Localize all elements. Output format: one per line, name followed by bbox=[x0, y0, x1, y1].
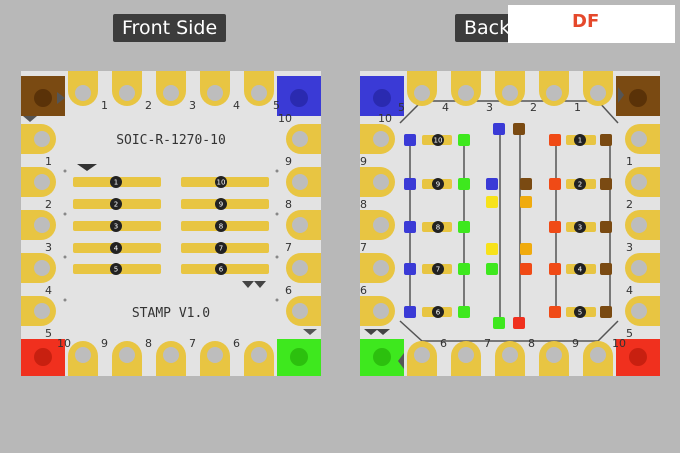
back-edge-num-right: 3 bbox=[626, 241, 633, 254]
edge-num-bottom-8: 8 bbox=[145, 337, 152, 350]
edge-num-top-2: 2 bbox=[145, 99, 152, 112]
df-logo: DF bbox=[508, 5, 675, 43]
edge-num-left-1: 1 bbox=[45, 155, 52, 168]
back-edge-num-left: 7 bbox=[360, 241, 367, 254]
back-board: 5 4 3 2 1 10 9 8 7 6 1 2 3 4 5 6 7 8 9 1… bbox=[360, 71, 660, 376]
back-pad-num: 1 bbox=[578, 137, 582, 145]
back-pad-num: 2 bbox=[578, 181, 582, 189]
back-pad-num: 8 bbox=[436, 224, 440, 232]
back-edge-num-right: 1 bbox=[626, 155, 633, 168]
back-traces bbox=[399, 100, 619, 342]
soic-pads-right bbox=[181, 176, 269, 275]
pin1-marker bbox=[77, 164, 97, 171]
edge-num-top-1: 1 bbox=[101, 99, 108, 112]
edge-num-top-3: 3 bbox=[189, 99, 196, 112]
back-edge-num-right: 5 bbox=[626, 327, 633, 340]
front-top-pads bbox=[68, 71, 274, 106]
back-edge-num-bottom: 8 bbox=[528, 337, 535, 350]
back-edge-num-left: 10 bbox=[378, 112, 392, 125]
front-right-pads bbox=[286, 124, 321, 326]
soic-pad-num: 8 bbox=[219, 223, 223, 231]
back-edge-num-left: 9 bbox=[360, 155, 367, 168]
front-board: 1 2 3 4 5 1 2 3 4 5 10 9 8 7 6 10 9 8 7 … bbox=[21, 71, 321, 376]
edge-num-right-8: 8 bbox=[285, 198, 292, 211]
back-pad-num: 3 bbox=[578, 224, 582, 232]
soic-pad-num: 6 bbox=[219, 266, 224, 274]
orientation-marker bbox=[23, 116, 37, 122]
edge-num-bottom-6: 6 bbox=[233, 337, 240, 350]
back-pad-num: 7 bbox=[436, 266, 440, 274]
part-label: SOIC-R-1270-10 bbox=[116, 133, 226, 148]
edge-num-bottom-10: 10 bbox=[57, 337, 71, 350]
edge-num-left-5: 5 bbox=[45, 327, 52, 340]
orientation-marker bbox=[618, 87, 624, 103]
edge-num-right-9: 9 bbox=[285, 155, 292, 168]
edge-num-right-10: 10 bbox=[278, 112, 292, 125]
orientation-marker bbox=[57, 92, 65, 104]
back-soic-pads-left bbox=[422, 134, 452, 318]
orientation-marker bbox=[364, 329, 378, 335]
soic-pad-num: 10 bbox=[217, 179, 226, 187]
back-edge-num-top: 5 bbox=[398, 101, 405, 114]
soic-pad-num: 7 bbox=[219, 245, 223, 253]
orientation-marker bbox=[242, 281, 254, 288]
soic-pad-num: 5 bbox=[114, 266, 118, 274]
back-edge-num-right: 4 bbox=[626, 284, 633, 297]
edge-num-bottom-7: 7 bbox=[189, 337, 196, 350]
edge-num-left-2: 2 bbox=[45, 198, 52, 211]
logo-text: DF bbox=[572, 11, 600, 32]
back-pad-num: 9 bbox=[436, 181, 440, 189]
edge-num-top-4: 4 bbox=[233, 99, 240, 112]
soic-pad-num: 3 bbox=[114, 223, 118, 231]
soic-pad-num: 9 bbox=[219, 201, 223, 209]
edge-num-right-7: 7 bbox=[285, 241, 292, 254]
orientation-marker bbox=[303, 329, 317, 335]
colored-vias bbox=[404, 123, 612, 329]
front-left-pads bbox=[21, 124, 56, 326]
back-edge-num-bottom: 10 bbox=[612, 337, 626, 350]
back-pad-num: 4 bbox=[578, 266, 583, 274]
edge-num-left-4: 4 bbox=[45, 284, 52, 297]
back-pad-num: 5 bbox=[578, 309, 582, 317]
orientation-marker bbox=[254, 281, 266, 288]
soic-pads-left bbox=[73, 176, 161, 275]
back-edge-num-top: 2 bbox=[530, 101, 537, 114]
back-edge-num-right: 2 bbox=[626, 198, 633, 211]
back-edge-num-top: 1 bbox=[574, 101, 581, 114]
front-side-title: Front Side bbox=[113, 14, 227, 42]
version-label: STAMP V1.0 bbox=[132, 306, 210, 321]
back-edge-num-left: 8 bbox=[360, 198, 367, 211]
back-soic-pads-right bbox=[566, 134, 596, 318]
back-edge-num-bottom: 9 bbox=[572, 337, 579, 350]
edge-num-top-5: 5 bbox=[273, 99, 280, 112]
edge-num-bottom-9: 9 bbox=[101, 337, 108, 350]
back-edge-num-top: 3 bbox=[486, 101, 493, 114]
back-edge-num-bottom: 7 bbox=[484, 337, 491, 350]
soic-pad-num: 1 bbox=[114, 179, 118, 187]
orientation-marker bbox=[376, 329, 390, 335]
back-pad-num: 10 bbox=[434, 137, 443, 145]
soic-pad-num: 2 bbox=[114, 201, 118, 209]
back-edge-num-top: 4 bbox=[442, 101, 449, 114]
back-edge-num-left: 6 bbox=[360, 284, 367, 297]
orientation-marker bbox=[398, 353, 404, 369]
back-edge-num-bottom: 6 bbox=[440, 337, 447, 350]
back-pad-num: 6 bbox=[436, 309, 441, 317]
edge-num-right-6: 6 bbox=[285, 284, 292, 297]
front-bottom-pads bbox=[68, 341, 274, 376]
edge-num-left-3: 3 bbox=[45, 241, 52, 254]
soic-pad-num: 4 bbox=[114, 245, 119, 253]
